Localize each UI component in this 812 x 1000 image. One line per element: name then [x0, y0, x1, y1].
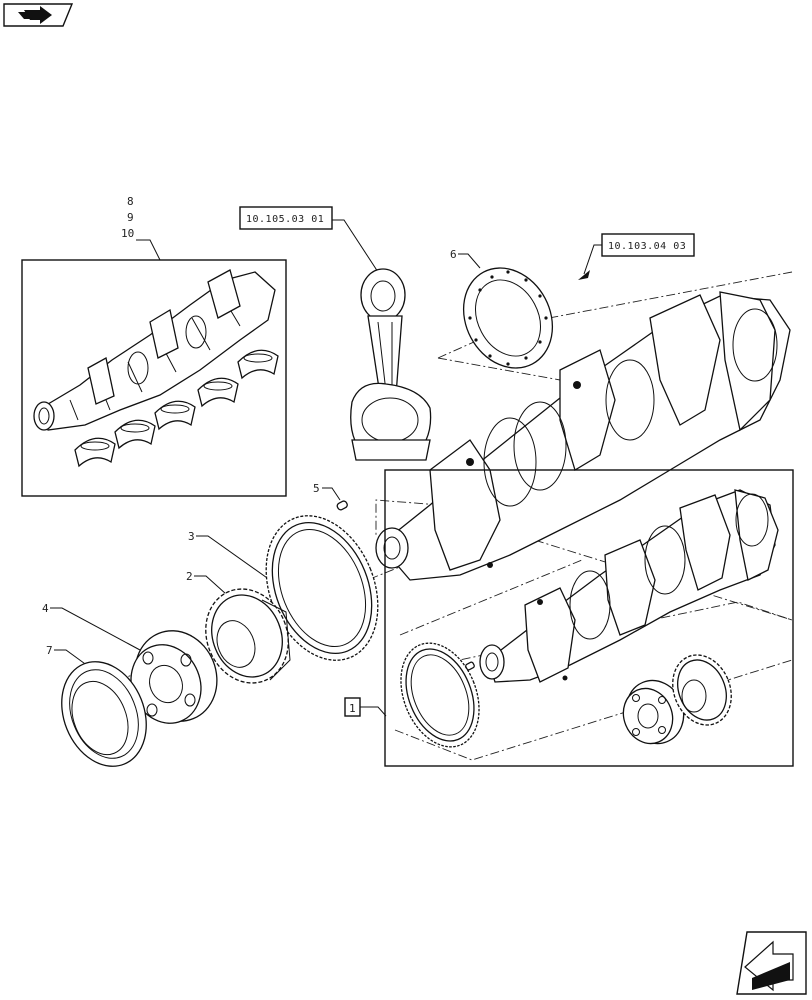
kit1-timing-gear	[672, 654, 732, 726]
svg-text:1: 1	[349, 702, 356, 715]
crankshaft-assembly-kit[interactable]	[384, 469, 794, 767]
callout-1: 1	[344, 697, 387, 717]
callout-8: 8	[127, 195, 134, 208]
next-page-button[interactable]	[736, 931, 807, 995]
crankshaft-hub[interactable]	[119, 618, 230, 733]
kit-crankshaft-drawing	[33, 269, 276, 431]
bearing-shells	[74, 349, 279, 468]
crankshaft-timing-gear[interactable]	[192, 577, 302, 696]
hub-bolt-holes	[142, 651, 196, 717]
kit1-ring-gear	[400, 642, 480, 748]
flywheel-ring-gear[interactable]	[246, 499, 399, 677]
crankshaft-reference-link[interactable]: 10.103.04 03	[601, 233, 695, 257]
callout-3: 3	[188, 530, 195, 543]
callout-4: 4	[42, 602, 49, 615]
crankshaft-reference-label: 10.103.04 03	[608, 241, 686, 252]
dowel-pin[interactable]	[336, 500, 348, 511]
rear-seal-ring[interactable]	[447, 252, 570, 383]
kit1-crankshaft-drawing	[479, 489, 779, 683]
conrod-reference-label: 10.105.03 01	[246, 214, 324, 225]
callout-5: 5	[313, 482, 320, 495]
callout-2: 2	[186, 570, 193, 583]
callout-6: 6	[450, 248, 457, 261]
right-arrow-icon	[18, 6, 52, 24]
kit1-pin	[465, 661, 475, 671]
left-arrow-icon	[744, 940, 794, 992]
callout-7: 7	[46, 644, 53, 657]
conrod-reference-link[interactable]: 10.105.03 01	[239, 206, 333, 230]
prev-page-button[interactable]	[3, 3, 74, 27]
crankshaft[interactable]	[375, 291, 791, 581]
seal-bolt-holes	[468, 270, 548, 366]
connecting-rod[interactable]	[350, 268, 432, 461]
callout-10: 10	[121, 227, 134, 240]
reference-arrowhead	[578, 270, 590, 280]
front-seal[interactable]	[47, 649, 162, 779]
callout-8-9-10: 8 9 10	[121, 195, 161, 261]
callout-9: 9	[127, 211, 134, 224]
kit1-hub	[622, 679, 685, 745]
crankshaft-bearing-kit[interactable]	[21, 259, 287, 497]
